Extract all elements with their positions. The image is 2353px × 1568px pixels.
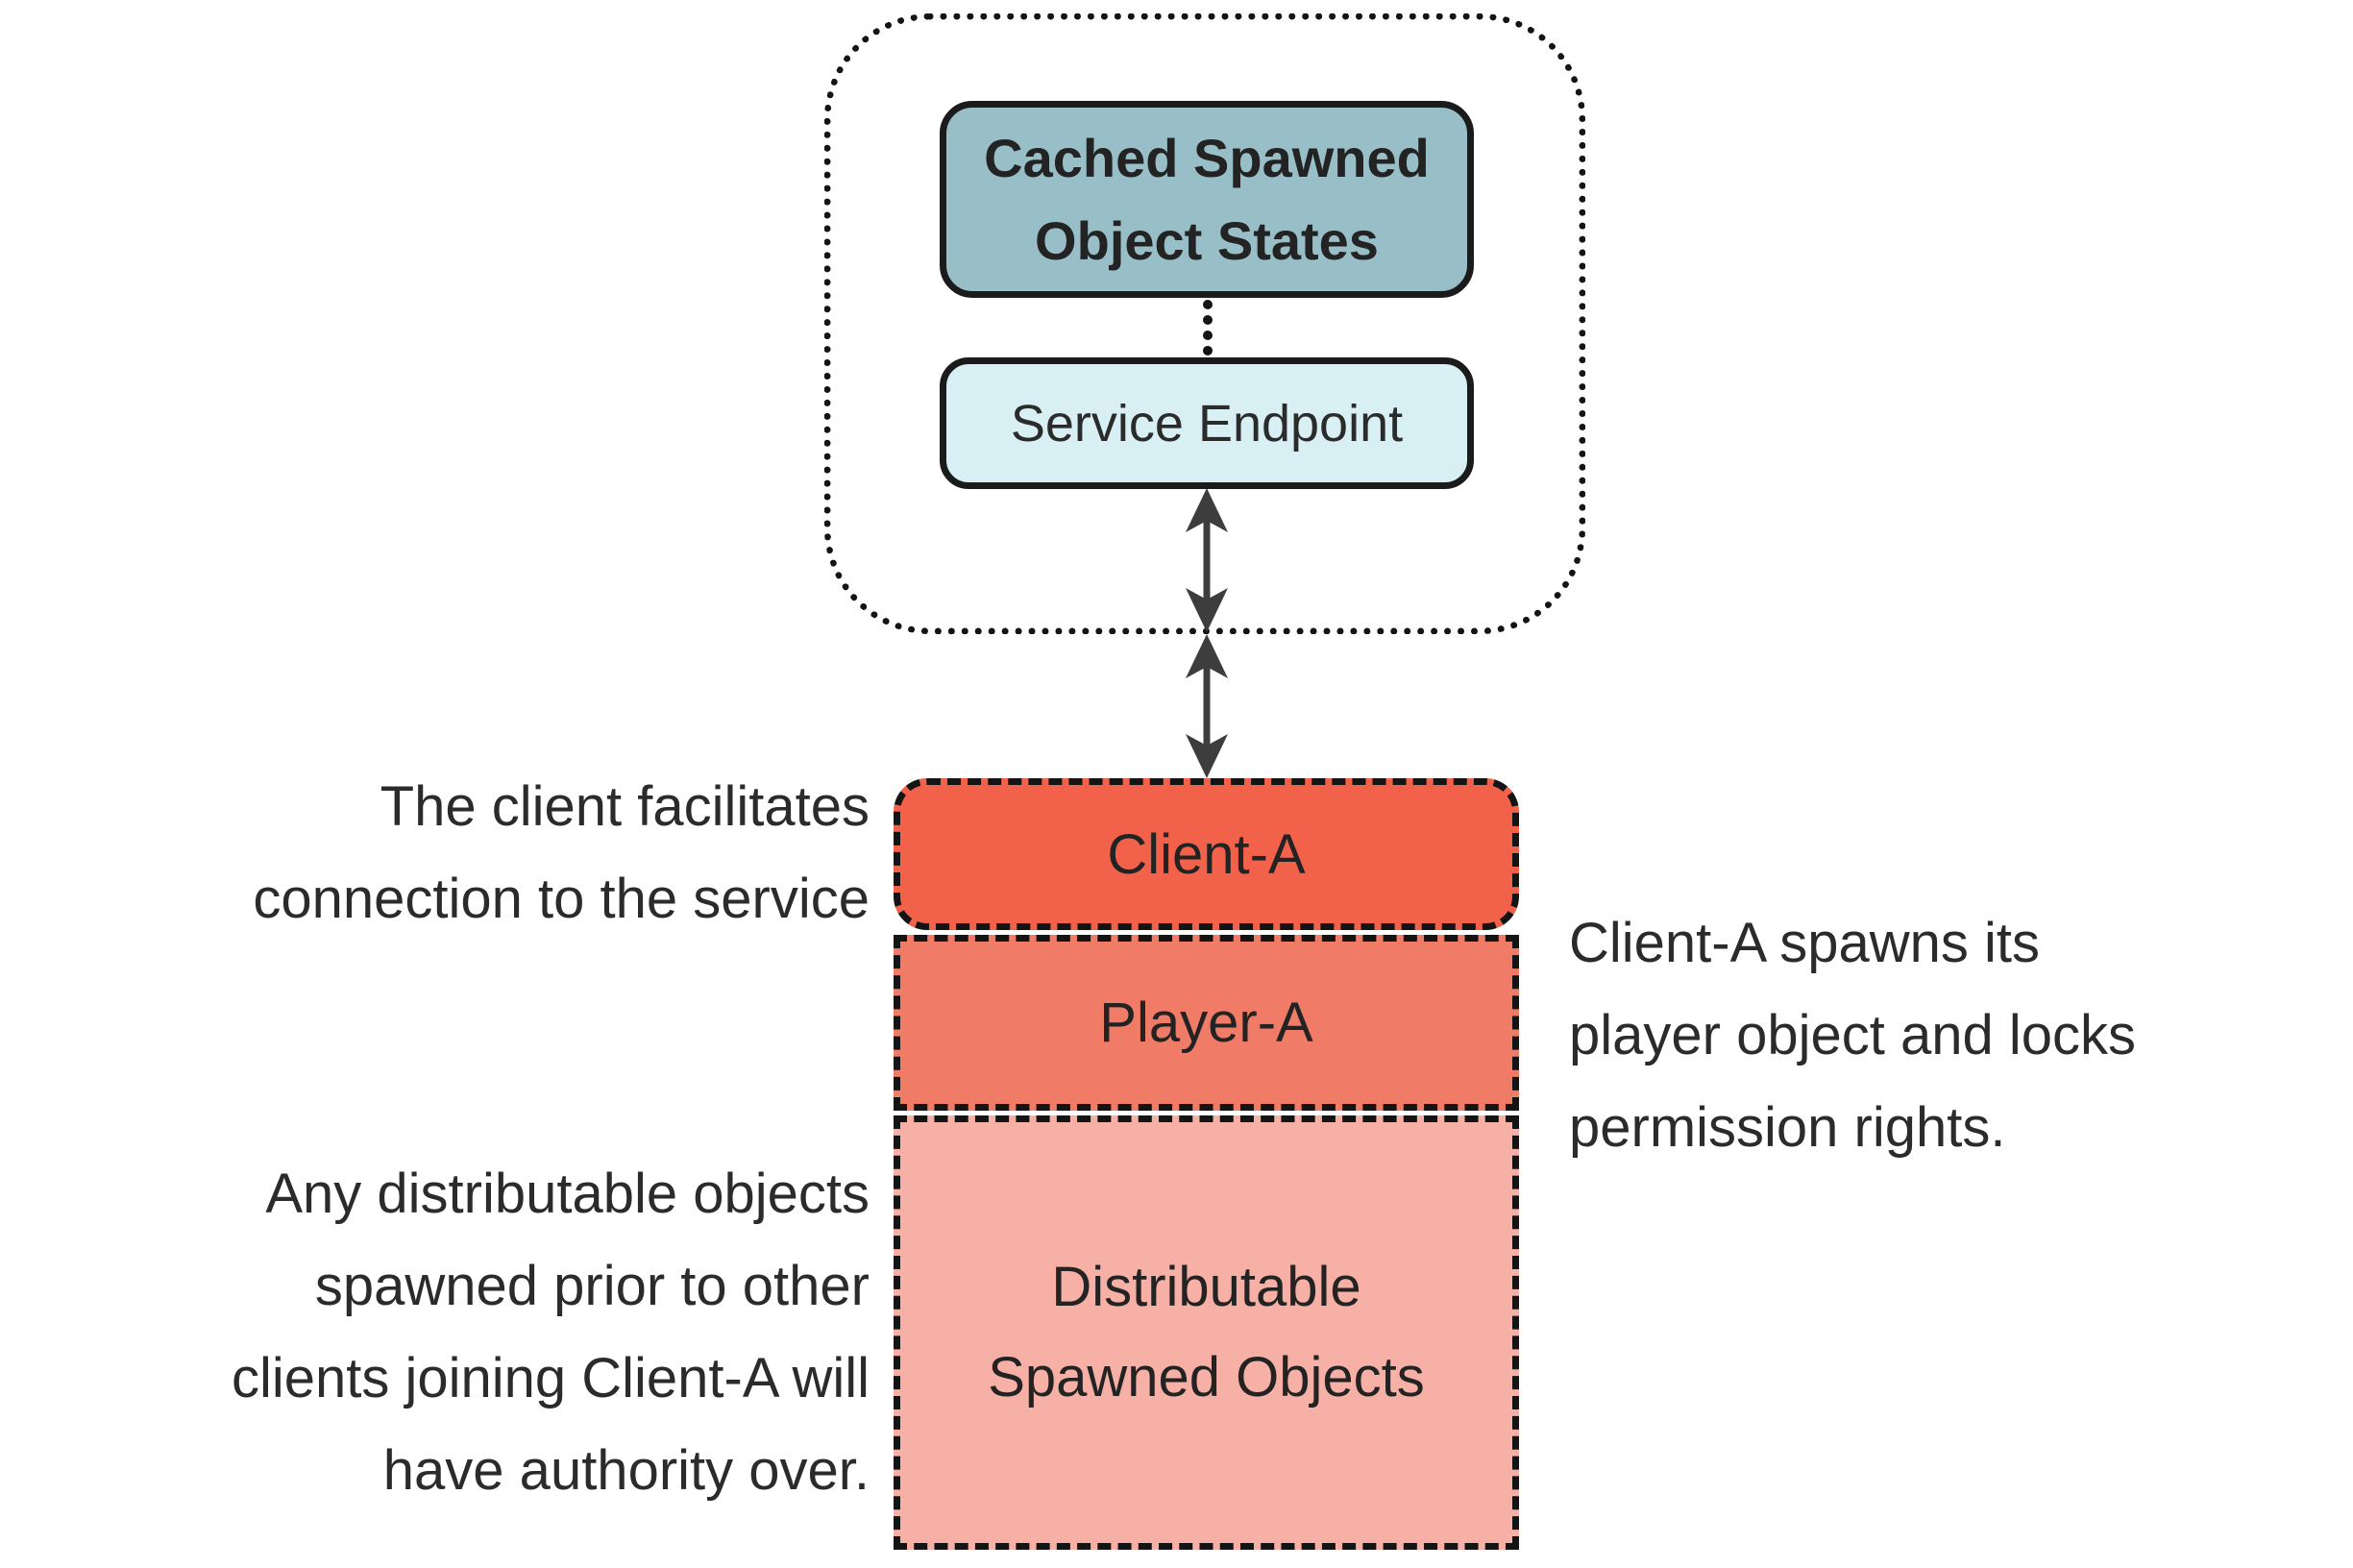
cache-service-dotted-link — [1203, 300, 1213, 355]
arrowhead-down-icon — [1186, 588, 1228, 632]
service-endpoint-box: Service Endpoint — [940, 357, 1474, 489]
arrowhead-up-icon — [1186, 634, 1228, 678]
distributable-label-line2: Spawned Objects — [988, 1346, 1425, 1409]
service-client-arrow-upper — [1186, 488, 1228, 632]
distributable-label-line1: Distributable — [1051, 1256, 1361, 1318]
service-boundary — [824, 13, 1585, 634]
objects-note: Any distributable objects spawned prior … — [232, 1148, 870, 1517]
player-note-line1: Client-A spawns its — [1569, 912, 2040, 974]
objects-note-line3: clients joining Client-A will — [231, 1347, 870, 1409]
cached-spawned-object-states-box: Cached Spawned Object States — [940, 101, 1474, 298]
cached-box-label-line2: Object States — [1035, 209, 1379, 271]
cached-box-label-line1: Cached Spawned — [984, 127, 1430, 188]
player-a-label: Player-A — [1099, 992, 1313, 1054]
arrowhead-up-icon — [1186, 488, 1228, 532]
distributable-spawned-objects-box: Distributable Spawned Objects — [894, 1115, 1519, 1550]
arrowhead-down-icon — [1186, 734, 1228, 778]
client-note-line2: connection to the service — [253, 868, 870, 930]
client-note: The client facilitates connection to the… — [253, 761, 870, 945]
player-note-line2: player object and locks — [1569, 1004, 2136, 1066]
player-a-box: Player-A — [894, 935, 1519, 1111]
objects-note-line4: have authority over. — [382, 1439, 870, 1502]
client-a-box: Client-A — [894, 778, 1519, 930]
objects-note-line2: spawned prior to other — [314, 1255, 870, 1317]
player-note: Client-A spawns its player object and lo… — [1569, 897, 2136, 1174]
client-note-line1: The client facilitates — [380, 775, 870, 838]
player-note-line3: permission rights. — [1569, 1096, 2006, 1159]
client-a-label: Client-A — [1107, 822, 1306, 886]
objects-note-line1: Any distributable objects — [265, 1163, 870, 1225]
service-client-arrow-lower — [1186, 634, 1228, 778]
service-endpoint-label: Service Endpoint — [1010, 394, 1404, 453]
